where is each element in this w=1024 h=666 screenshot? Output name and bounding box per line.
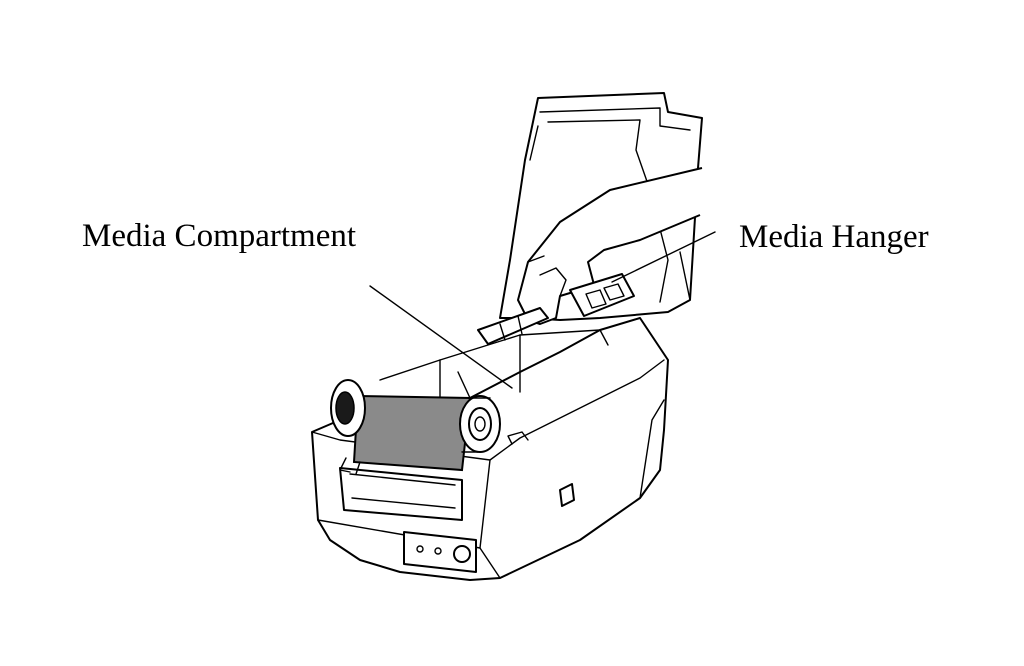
media-hanger-leader-line [611, 231, 716, 283]
side-latch-icon [559, 483, 575, 507]
media-hanger-bar [477, 307, 549, 345]
hand-with-media-hanger [477, 167, 703, 345]
ribbon-sheet [352, 394, 472, 472]
media-compartment-label: Media Compartment [82, 218, 357, 254]
feed-button-icon [453, 545, 471, 563]
media-hanger-label: Media Hanger [739, 219, 929, 255]
led-indicator-icon [434, 547, 442, 555]
led-indicator-icon [416, 545, 424, 553]
media-compartment-leader-line [369, 285, 513, 389]
media-roll [330, 379, 501, 475]
